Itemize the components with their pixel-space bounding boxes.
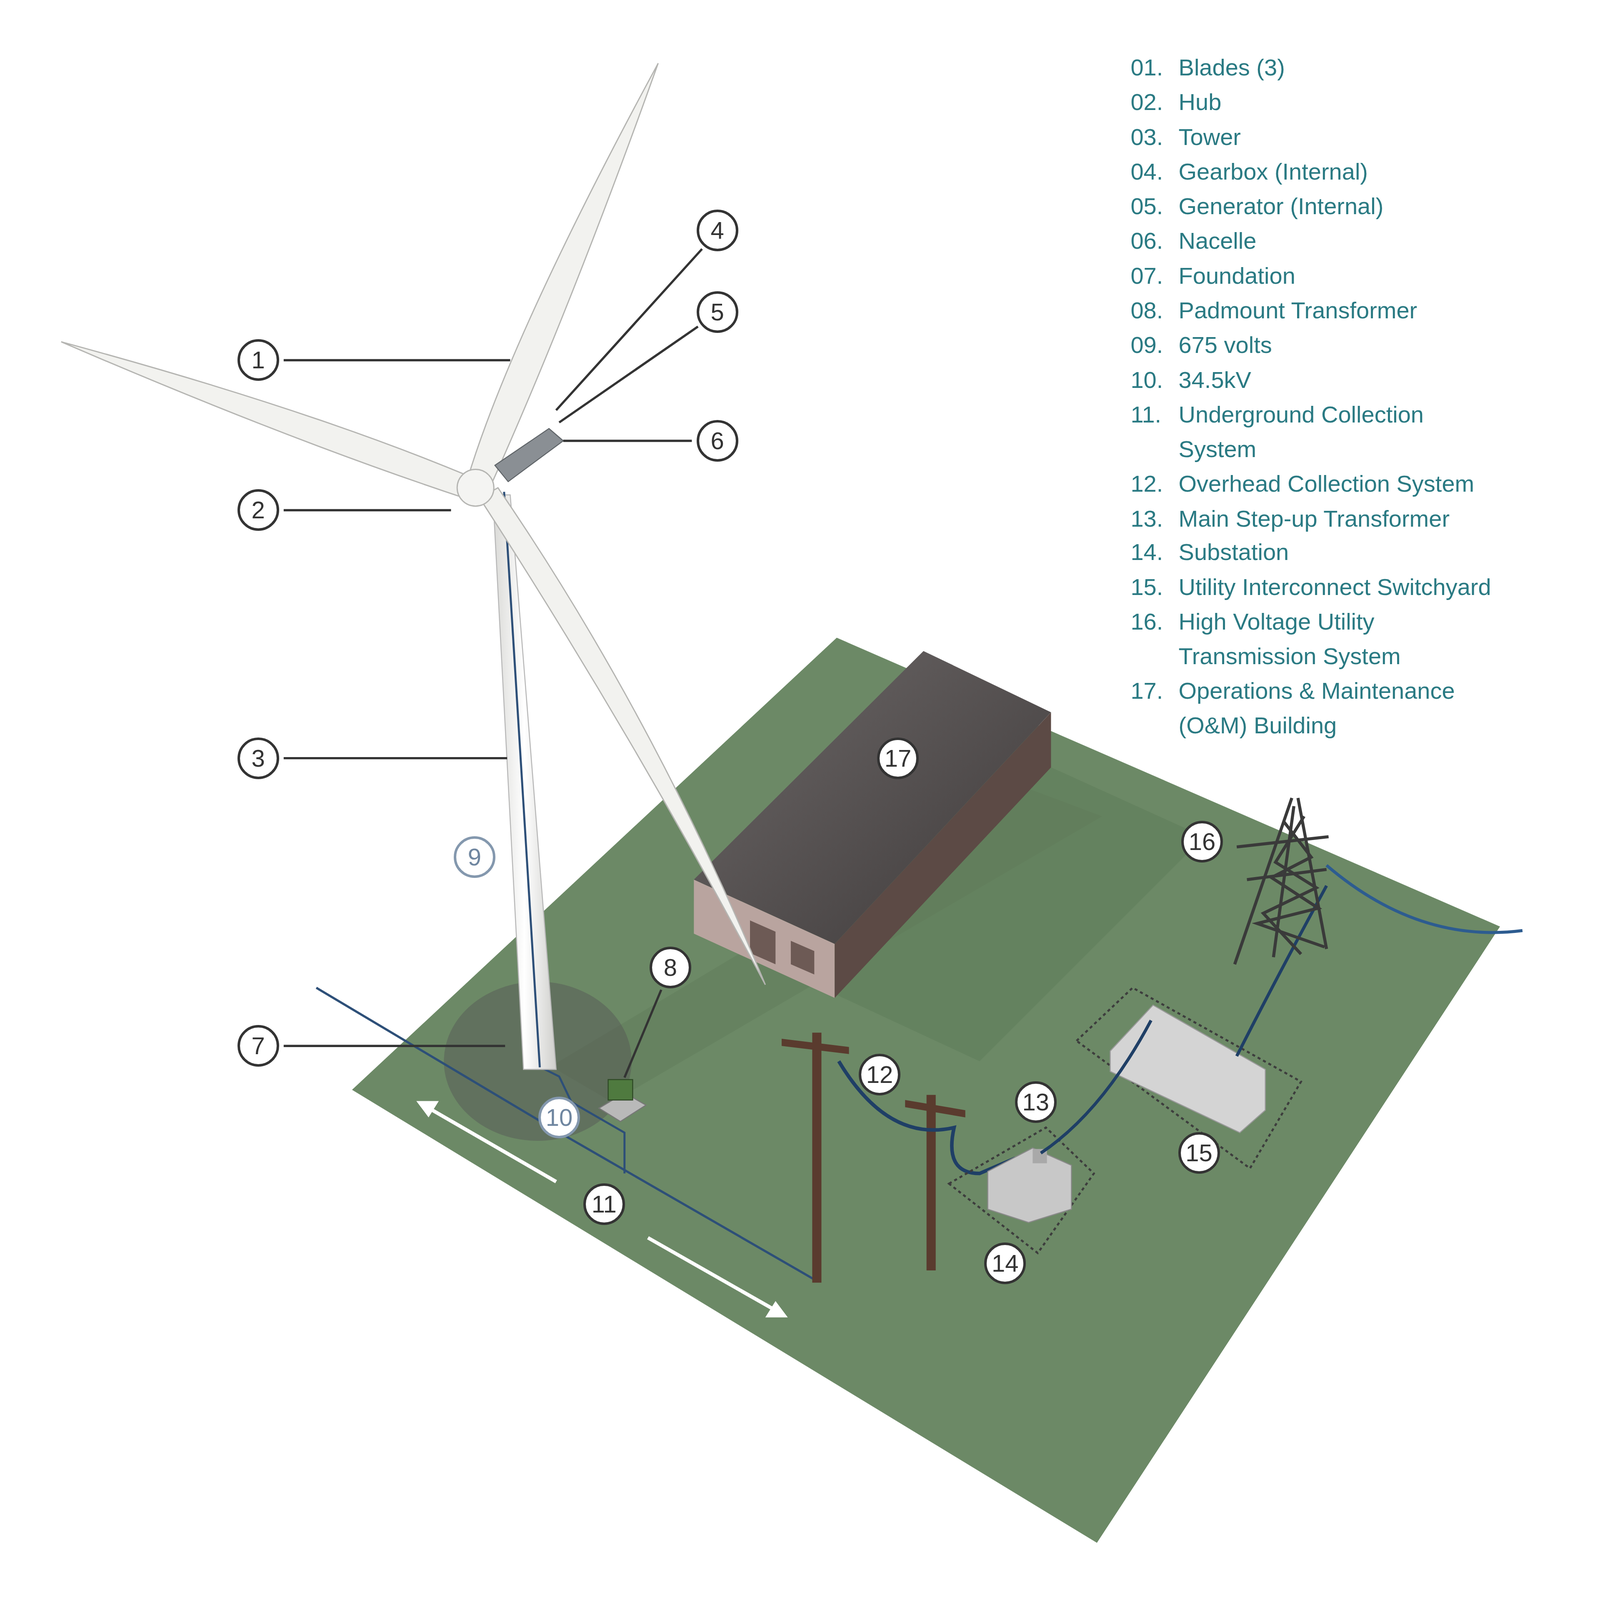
callout-number: 13: [1022, 1090, 1050, 1115]
callout-circle: 11: [583, 1183, 625, 1225]
callout-circle: 8: [649, 946, 692, 989]
legend-number: 14.: [1130, 534, 1163, 570]
legend-part-name: Main Step-up Transformer: [1178, 501, 1450, 536]
callout-circle: 14: [984, 1242, 1026, 1285]
legend-part-name: Padmount Transformer: [1178, 292, 1418, 328]
underground-cable: [316, 987, 817, 1281]
legend-part-name: High Voltage Utility Transmission System: [1178, 604, 1479, 674]
legend-part-name: Overhead Collection System: [1178, 466, 1475, 501]
legend-number: 11.: [1130, 397, 1162, 432]
arrow-head: [416, 1100, 439, 1118]
legend-number: 15.: [1130, 569, 1163, 605]
callout-number: 9: [467, 845, 482, 870]
callout-circle: 5: [696, 291, 739, 333]
callout-number: 12: [866, 1062, 894, 1087]
callout-circle: 12: [858, 1053, 901, 1096]
callout-number: 14: [991, 1251, 1019, 1276]
callout-circle: 16: [1181, 820, 1223, 863]
callout-number: 6: [710, 428, 724, 453]
legend-part-name: Operations & Maintenance (O&M) Building: [1178, 673, 1479, 743]
flow-arrow: [647, 1237, 774, 1310]
legend-number: 03.: [1130, 119, 1163, 155]
callout-number: 7: [251, 1033, 265, 1058]
substation-fence: [949, 1127, 1095, 1253]
callout-number: 4: [710, 218, 724, 243]
legend-number: 12.: [1130, 466, 1163, 501]
padmount-transformer: [608, 1079, 633, 1100]
callout-circle: 15: [1178, 1132, 1220, 1174]
callout-circle: 9: [453, 836, 496, 878]
legend-number: 13.: [1130, 501, 1163, 536]
legend-part-name: Gearbox (Internal): [1178, 154, 1368, 189]
leader-lines: [283, 249, 703, 1078]
legend-number: 06.: [1130, 223, 1163, 258]
callout-number: 16: [1188, 829, 1216, 854]
legend-part-name: Utility Interconnect Switchyard: [1178, 569, 1492, 605]
callout-circle: 13: [1015, 1081, 1057, 1123]
callout-number: 11: [591, 1192, 617, 1217]
callout-circle: 6: [696, 420, 739, 462]
legend-part-name: Substation: [1178, 534, 1290, 570]
legend-part-name: 675 volts: [1178, 327, 1273, 363]
callout-number: 2: [251, 497, 265, 523]
utility-pole: [926, 1095, 936, 1271]
legend-part-name: 34.5kV: [1178, 362, 1252, 398]
legend-part-name: Nacelle: [1178, 223, 1257, 258]
callout-circle: 4: [696, 209, 739, 252]
legend-number: 02.: [1130, 84, 1163, 120]
flow-arrow: [430, 1109, 556, 1182]
turbine-blades: [61, 63, 766, 985]
callout-circle: 3: [237, 737, 280, 780]
callout-circle: 1: [237, 339, 280, 381]
legend-part-name: Blades (3): [1178, 50, 1285, 85]
legend-number: 04.: [1130, 154, 1163, 189]
switchyard-line: [1236, 885, 1327, 1057]
nacelle: [495, 428, 564, 482]
legend-part-name: Foundation: [1178, 258, 1296, 293]
callout-number: 5: [710, 300, 724, 325]
callout-number: 15: [1185, 1140, 1213, 1165]
legend-number: 17.: [1130, 673, 1163, 708]
step-up-transformer: [987, 1147, 1072, 1223]
pole-crossarm: [781, 1038, 850, 1055]
callout-number: 17: [884, 746, 912, 771]
callout-circle: 2: [237, 489, 280, 531]
callout-circle: 10: [538, 1096, 580, 1139]
building-window: [790, 940, 815, 975]
callout-number: 10: [545, 1105, 573, 1130]
legend-number: 01.: [1130, 50, 1163, 85]
legend-part-name: Generator (Internal): [1178, 188, 1384, 224]
legend-number: 10.: [1130, 362, 1163, 398]
substation-line: [1040, 1020, 1151, 1153]
callout-number: 8: [663, 955, 678, 980]
legend-part-name: Hub: [1178, 84, 1222, 120]
transmission-tower: [1234, 797, 1329, 965]
legend-number: 16.: [1130, 604, 1163, 639]
arrow-head: [765, 1300, 788, 1318]
switchyard-fence: [1076, 987, 1302, 1169]
hub: [457, 469, 494, 507]
callout-number: 3: [251, 746, 265, 771]
callout-number: 1: [251, 347, 265, 373]
callout-circle: 7: [237, 1025, 280, 1067]
legend-part-name: Underground Collection System: [1178, 397, 1479, 467]
legend-number: 08.: [1130, 292, 1163, 328]
legend-number: 05.: [1130, 188, 1163, 224]
callout-circle: 17: [877, 737, 919, 780]
utility-pole: [812, 1032, 822, 1283]
legend-number: 09.: [1130, 327, 1163, 363]
building-roof: [693, 650, 1051, 944]
pole-crossarm: [905, 1100, 965, 1118]
transmission-line: [1326, 865, 1523, 933]
legend-number: 07.: [1130, 258, 1163, 293]
switchyard-equipment: [1110, 1005, 1265, 1133]
legend-part-name: Tower: [1178, 119, 1241, 155]
